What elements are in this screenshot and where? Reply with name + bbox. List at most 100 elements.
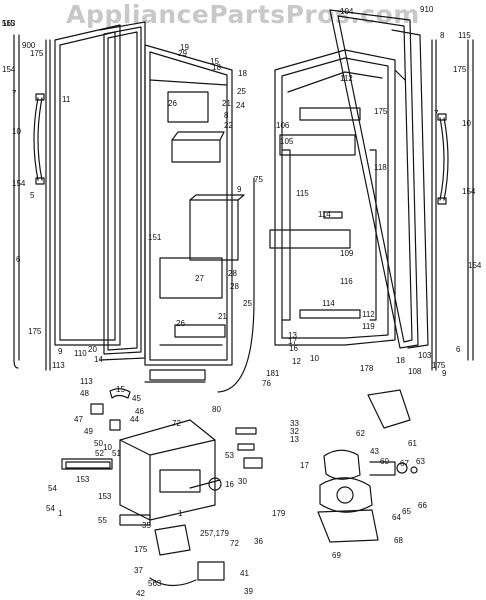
part-label: 12 [292, 357, 301, 366]
part-label: 106 [276, 121, 290, 130]
part-label: 50 [94, 439, 103, 448]
part-label: 27 [195, 274, 204, 283]
part-label: 113 [52, 361, 65, 370]
part-label: 65 [402, 507, 411, 516]
right-gasket-strips [431, 39, 474, 371]
watermark: AppliancePartsPros.com [66, 0, 420, 29]
part-label: 41 [240, 569, 249, 578]
part-label: 103 [418, 351, 432, 360]
wire-76 [217, 177, 255, 393]
part-label: 29 [178, 49, 187, 58]
part-label: 110 [74, 349, 87, 358]
part-label: 175 [432, 361, 446, 370]
part-label: 112 [362, 310, 375, 319]
part-label: 42 [136, 589, 145, 598]
part-label: 9 [58, 347, 63, 356]
small-parts [65, 388, 263, 587]
part-label: 179 [272, 509, 286, 518]
part-label: 66 [418, 501, 427, 510]
part-label: 6 [16, 255, 21, 264]
part-label: 25 [243, 299, 252, 308]
part-label: 115 [2, 19, 15, 28]
part-label: 43 [370, 447, 379, 456]
freezer-door-liner [144, 44, 245, 381]
part-label: 563 [2, 19, 16, 28]
part-label: 52 [95, 449, 104, 458]
part-label: 35 [142, 521, 151, 530]
part-label: 36 [254, 537, 263, 546]
part-label: 154 [462, 187, 476, 196]
part-label: 54 [48, 484, 57, 493]
freezer-door [54, 21, 146, 361]
part-label: 64 [392, 513, 401, 522]
part-label: 115 [296, 189, 309, 198]
part-label: 62 [356, 429, 365, 438]
part-label: 49 [84, 427, 93, 436]
part-label: 80 [212, 405, 221, 414]
part-label: 28 [230, 282, 239, 291]
part-label: 10 [103, 443, 112, 452]
part-label: 105 [280, 137, 294, 146]
part-label: 178 [360, 364, 374, 373]
part-label: 181 [266, 369, 280, 378]
part-label: 108 [408, 367, 422, 376]
part-label: 153 [76, 475, 90, 484]
part-label: 63 [416, 457, 425, 466]
part-label: 1 [58, 509, 63, 518]
part-label: 13 [288, 331, 297, 340]
part-label: 76 [262, 379, 271, 388]
ice-maker-assembly [61, 419, 222, 526]
part-label: 15 [116, 385, 125, 394]
part-label: 114 [318, 210, 331, 219]
part-label: 61 [408, 439, 417, 448]
part-label: 5 [30, 191, 35, 200]
part-label: 6 [456, 345, 461, 354]
part-label: 175 [28, 327, 42, 336]
part-label: 116 [340, 277, 353, 286]
part-label: 75 [254, 175, 263, 184]
part-label: 175 [30, 49, 44, 58]
part-label: 26 [168, 99, 177, 108]
part-label: 18 [238, 69, 247, 78]
part-label: 10 [310, 354, 319, 363]
part-label: 45 [132, 394, 141, 403]
part-label: 119 [362, 322, 375, 331]
part-label: 104 [340, 7, 354, 16]
part-label: 175 [453, 65, 467, 74]
part-label: 112 [340, 74, 353, 83]
part-label: 115 [458, 31, 471, 40]
part-label: 21 [218, 312, 227, 321]
part-label: 257,179 [200, 529, 229, 538]
part-label: 16 [225, 480, 234, 489]
part-label: 175 [134, 545, 148, 554]
part-label: 21 [222, 99, 231, 108]
part-label: 46 [135, 407, 144, 416]
part-label: 39 [244, 587, 253, 596]
part-label: 17 [288, 337, 297, 346]
right-handle [437, 113, 449, 205]
left-gasket-strips [13, 34, 51, 371]
part-label: 69 [332, 551, 341, 560]
part-label: 24 [236, 101, 245, 110]
part-label: 9 [442, 369, 447, 378]
part-label: 44 [130, 415, 139, 424]
part-label: 175 [374, 107, 388, 116]
part-label: 47 [74, 415, 83, 424]
part-label: 8 [440, 31, 445, 40]
part-label: 19 [180, 43, 189, 52]
part-label: 16 [289, 344, 298, 353]
part-label: 7 [12, 89, 17, 98]
part-label: 7 [434, 109, 439, 118]
part-label: 26 [176, 319, 185, 328]
part-label: 33 [290, 419, 299, 428]
part-label: 11 [62, 95, 71, 104]
part-label: 151 [148, 233, 162, 242]
part-label: 118 [374, 163, 387, 172]
part-label: 900 [22, 41, 36, 50]
dispenser-assembly [317, 389, 418, 543]
part-label: 53 [225, 451, 234, 460]
part-label: 9 [237, 185, 242, 194]
part-label: 113 [80, 377, 93, 386]
